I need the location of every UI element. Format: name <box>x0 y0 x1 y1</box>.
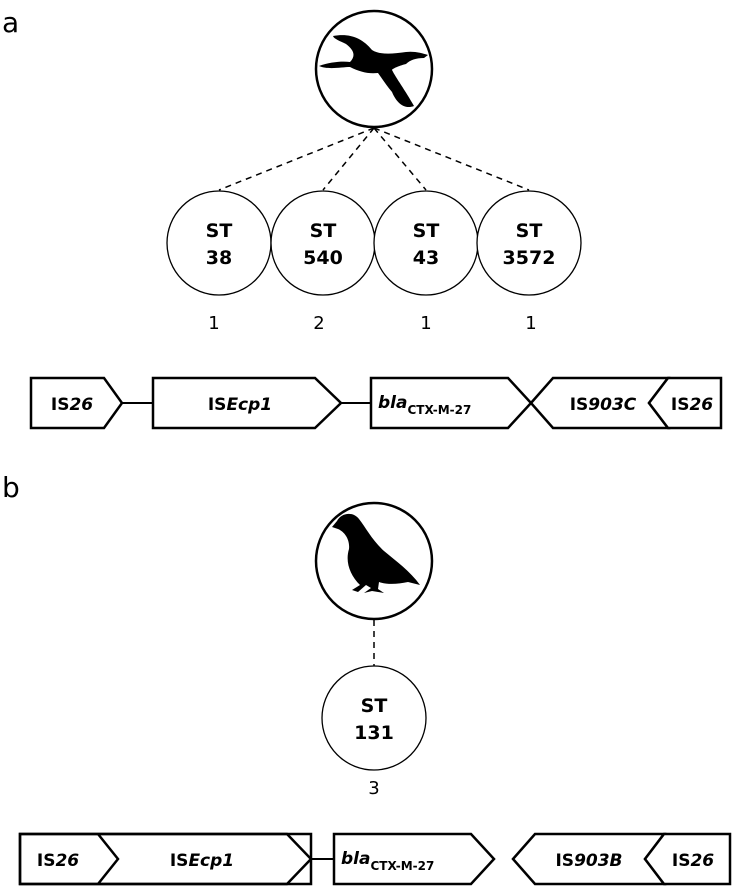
svg-text:IS903B: IS903B <box>555 851 622 871</box>
gene-arrow: blaCTX-M-27 <box>332 832 496 886</box>
host-circle-a <box>314 9 434 129</box>
connector-lines-a <box>218 127 530 191</box>
st-label: ST <box>310 220 337 242</box>
isolate-count: 1 <box>525 313 536 334</box>
host-circle-b <box>314 501 434 621</box>
gene-arrow: IS903C <box>529 376 671 430</box>
gene-arrow: blaCTX-M-27 <box>369 376 533 430</box>
gene-arrow: ISEcp1 <box>18 832 313 886</box>
st-label: ST <box>206 220 233 242</box>
st-number: 131 <box>354 722 394 744</box>
svg-text:IS26: IS26 <box>671 395 713 415</box>
st-number: 3572 <box>503 247 556 269</box>
gene-arrow: IS26 <box>29 376 124 430</box>
svg-text:IS903C: IS903C <box>570 395 637 415</box>
isolate-count: 3 <box>368 778 379 799</box>
svg-text:ISEcp1: ISEcp1 <box>208 395 272 415</box>
svg-text:IS26: IS26 <box>37 851 79 871</box>
st-node: ST 3572 <box>476 190 582 296</box>
st-number: 38 <box>206 247 232 269</box>
svg-text:IS26: IS26 <box>672 851 714 871</box>
gene-map-b: IS26 ISEcp1 blaCTX-M-27 IS903B IS26 <box>18 832 732 886</box>
seabird-silhouette-icon <box>319 35 428 108</box>
st-label: ST <box>413 220 440 242</box>
st-node: ST 38 <box>166 190 272 296</box>
svg-text:IS26: IS26 <box>51 395 93 415</box>
st-number: 540 <box>303 247 343 269</box>
panel-label-a: a <box>2 6 19 39</box>
gene-arrow: IS903B <box>511 832 667 886</box>
gene-arrow: IS26 <box>643 832 732 886</box>
svg-text:blaCTX-M-27: blaCTX-M-27 <box>341 849 434 873</box>
gene-arrow: IS26 <box>647 376 723 430</box>
svg-text:ISEcp1: ISEcp1 <box>170 851 234 871</box>
panel-label-b: b <box>2 471 20 504</box>
svg-text:blaCTX-M-27: blaCTX-M-27 <box>378 393 471 417</box>
isolate-count: 1 <box>208 313 219 334</box>
gene-map-a: IS26 ISEcp1 blaCTX-M-27 IS903C IS26 <box>29 376 723 430</box>
st-node: ST 131 <box>321 665 427 771</box>
st-label: ST <box>361 695 388 717</box>
st-label: ST <box>516 220 543 242</box>
isolate-count: 2 <box>313 313 324 334</box>
gene-arrow: IS26 <box>18 832 313 886</box>
st-node: ST 540 <box>270 190 376 296</box>
pigeon-silhouette-icon <box>332 513 420 593</box>
gene-arrow: ISEcp1 <box>151 376 343 430</box>
st-node: ST 43 <box>373 190 479 296</box>
isolate-count: 1 <box>420 313 431 334</box>
st-number: 43 <box>413 247 439 269</box>
